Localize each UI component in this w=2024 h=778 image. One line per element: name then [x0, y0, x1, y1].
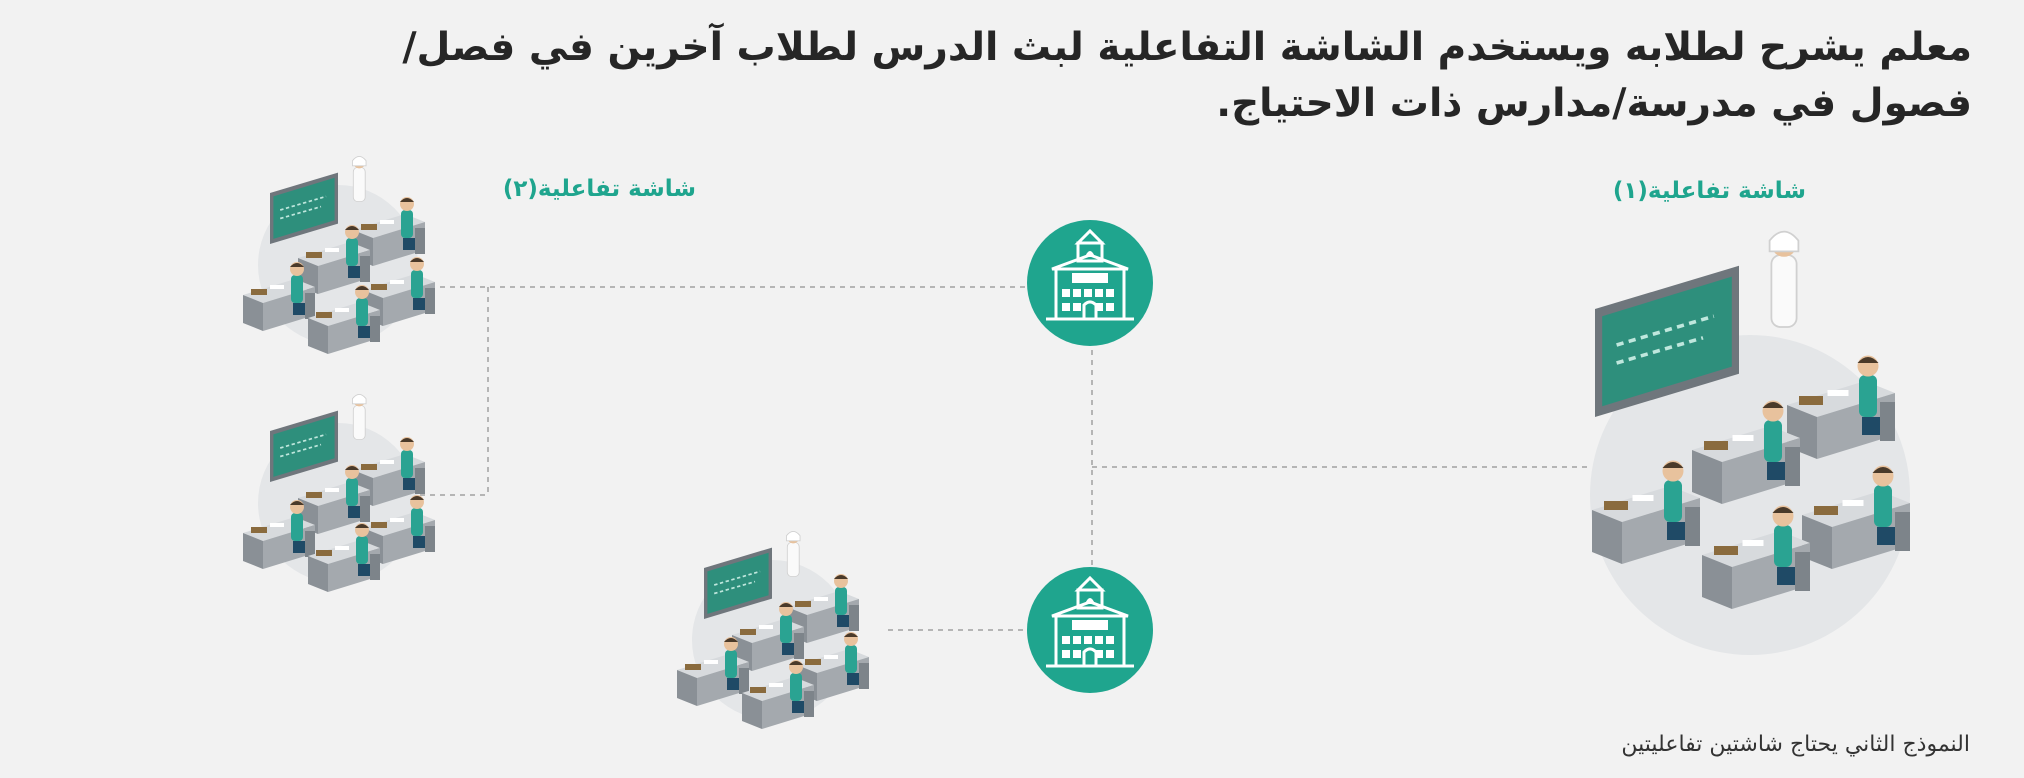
screen-1-label: شاشة تفاعلية(١)	[1612, 178, 1806, 204]
school-icon	[1025, 565, 1155, 695]
headline: معلم يشرح لطلابه ويستخدم الشاشة التفاعلي…	[402, 25, 1972, 126]
school-icon	[1025, 218, 1155, 348]
classroom-3	[243, 393, 435, 592]
screen-2-label: شاشة تفاعلية(٢)	[502, 176, 696, 202]
classroom-2	[243, 155, 435, 354]
connector-lines	[420, 286, 1588, 631]
classroom-1	[1590, 229, 1910, 655]
caption: النموذج الثاني يحتاج شاشتين تفاعليتين	[1621, 732, 1970, 757]
classroom-4	[677, 530, 869, 729]
